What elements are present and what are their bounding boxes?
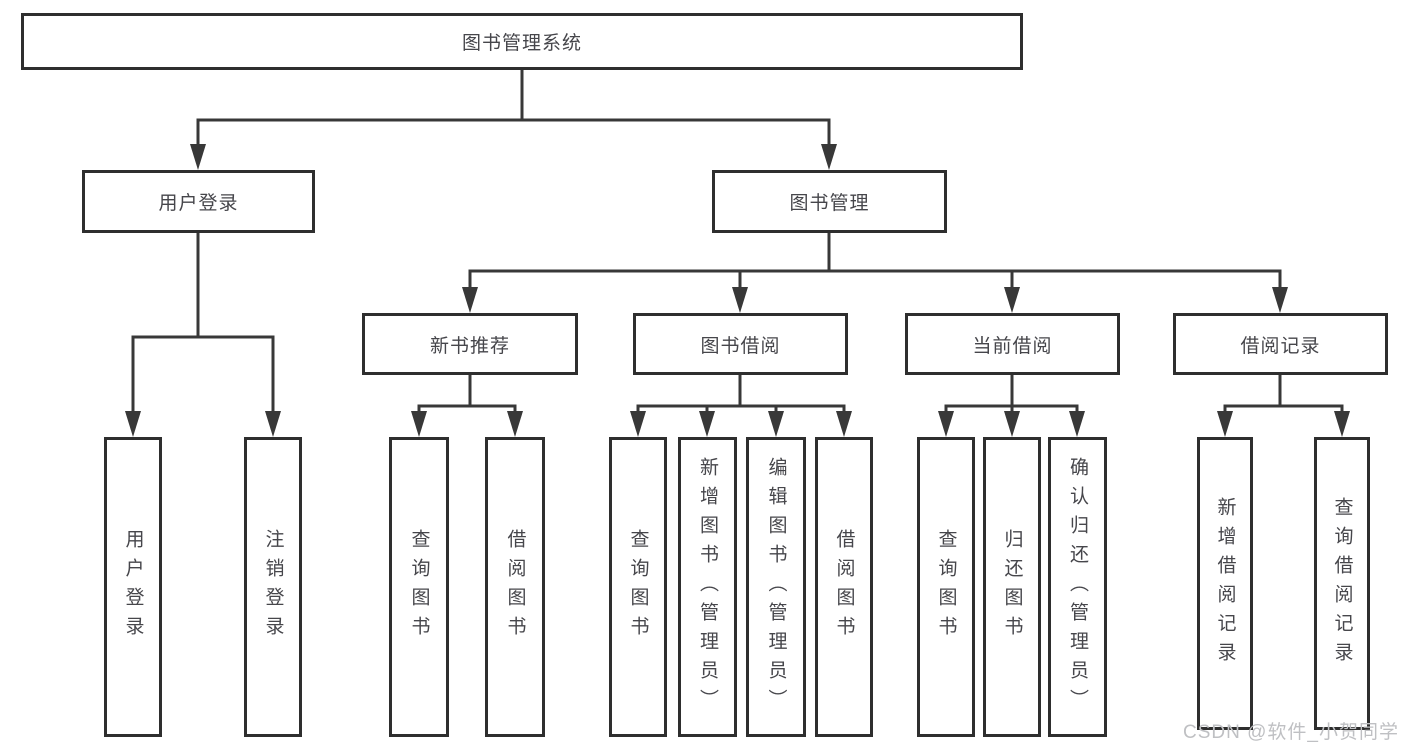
node-label: 借阅记录 [1240,335,1321,357]
node-leaf-query-book-1: 查询图书 [389,437,449,737]
arrowhead-down-icon [821,144,837,170]
node-current-borrowing: 当前借阅 [905,313,1120,375]
arrowhead-down-icon [507,411,523,437]
node-label: 用户登录 [122,529,144,645]
node-new-book-recommend: 新书推荐 [362,313,578,375]
arrowhead-down-icon [732,287,748,313]
node-root-system: 图书管理系统 [21,13,1023,70]
node-leaf-query-book-3: 查询图书 [917,437,975,737]
arrowhead-down-icon [1334,411,1350,437]
arrowhead-down-icon [1272,287,1288,313]
node-label: 注销登录 [262,529,284,645]
node-leaf-edit-book-admin: 编辑图书（管理员） [746,437,806,737]
node-leaf-query-borrow-record: 查询借阅记录 [1314,437,1370,730]
node-label: 新书推荐 [429,335,510,357]
node-label: 查询图书 [408,529,430,645]
node-label: 借阅图书 [504,529,526,645]
node-leaf-add-borrow-record: 新增借阅记录 [1197,437,1253,730]
arrowhead-down-icon [836,411,852,437]
node-label: 图书管理系统 [461,33,582,54]
node-leaf-borrow-book-1: 借阅图书 [485,437,545,737]
node-label: 编辑图书（管理员） [765,456,787,718]
node-leaf-query-book-2: 查询图书 [609,437,667,737]
arrowhead-down-icon [411,411,427,437]
node-label: 图书借阅 [700,335,781,357]
arrowhead-down-icon [1004,411,1020,437]
node-label: 图书管理 [789,193,870,214]
node-label: 新增借阅记录 [1214,496,1236,671]
node-leaf-user-login: 用户登录 [104,437,162,737]
arrowhead-down-icon [125,411,141,437]
node-leaf-return-book: 归还图书 [983,437,1041,737]
arrowhead-down-icon [630,411,646,437]
arrowhead-down-icon [768,411,784,437]
node-leaf-add-book-admin: 新增图书（管理员） [678,437,737,737]
arrowhead-down-icon [265,411,281,437]
arrowhead-down-icon [1217,411,1233,437]
node-user-login-branch: 用户登录 [82,170,315,233]
node-label: 归还图书 [1001,529,1023,645]
node-leaf-confirm-return: 确认归还（管理员） [1048,437,1107,737]
node-leaf-logout: 注销登录 [244,437,302,737]
node-label: 查询图书 [935,529,957,645]
node-label: 用户登录 [158,193,239,214]
arrowhead-down-icon [462,287,478,313]
arrowhead-down-icon [699,411,715,437]
arrowhead-down-icon [1004,287,1020,313]
node-leaf-borrow-book-2: 借阅图书 [815,437,873,737]
node-label: 新增图书（管理员） [697,456,718,718]
watermark: CSDN @软件_小贺同学 [1183,722,1399,743]
node-label: 查询借阅记录 [1331,496,1353,671]
node-book-management-branch: 图书管理 [712,170,947,233]
node-book-borrowing: 图书借阅 [633,313,848,375]
arrowhead-down-icon [190,144,206,170]
node-label: 查询图书 [627,529,649,645]
arrowhead-down-icon [1069,411,1085,437]
node-label: 当前借阅 [972,335,1053,357]
node-label: 确认归还（管理员） [1067,456,1088,718]
node-label: 借阅图书 [833,529,855,645]
node-borrowing-records: 借阅记录 [1173,313,1388,375]
arrowhead-down-icon [938,411,954,437]
